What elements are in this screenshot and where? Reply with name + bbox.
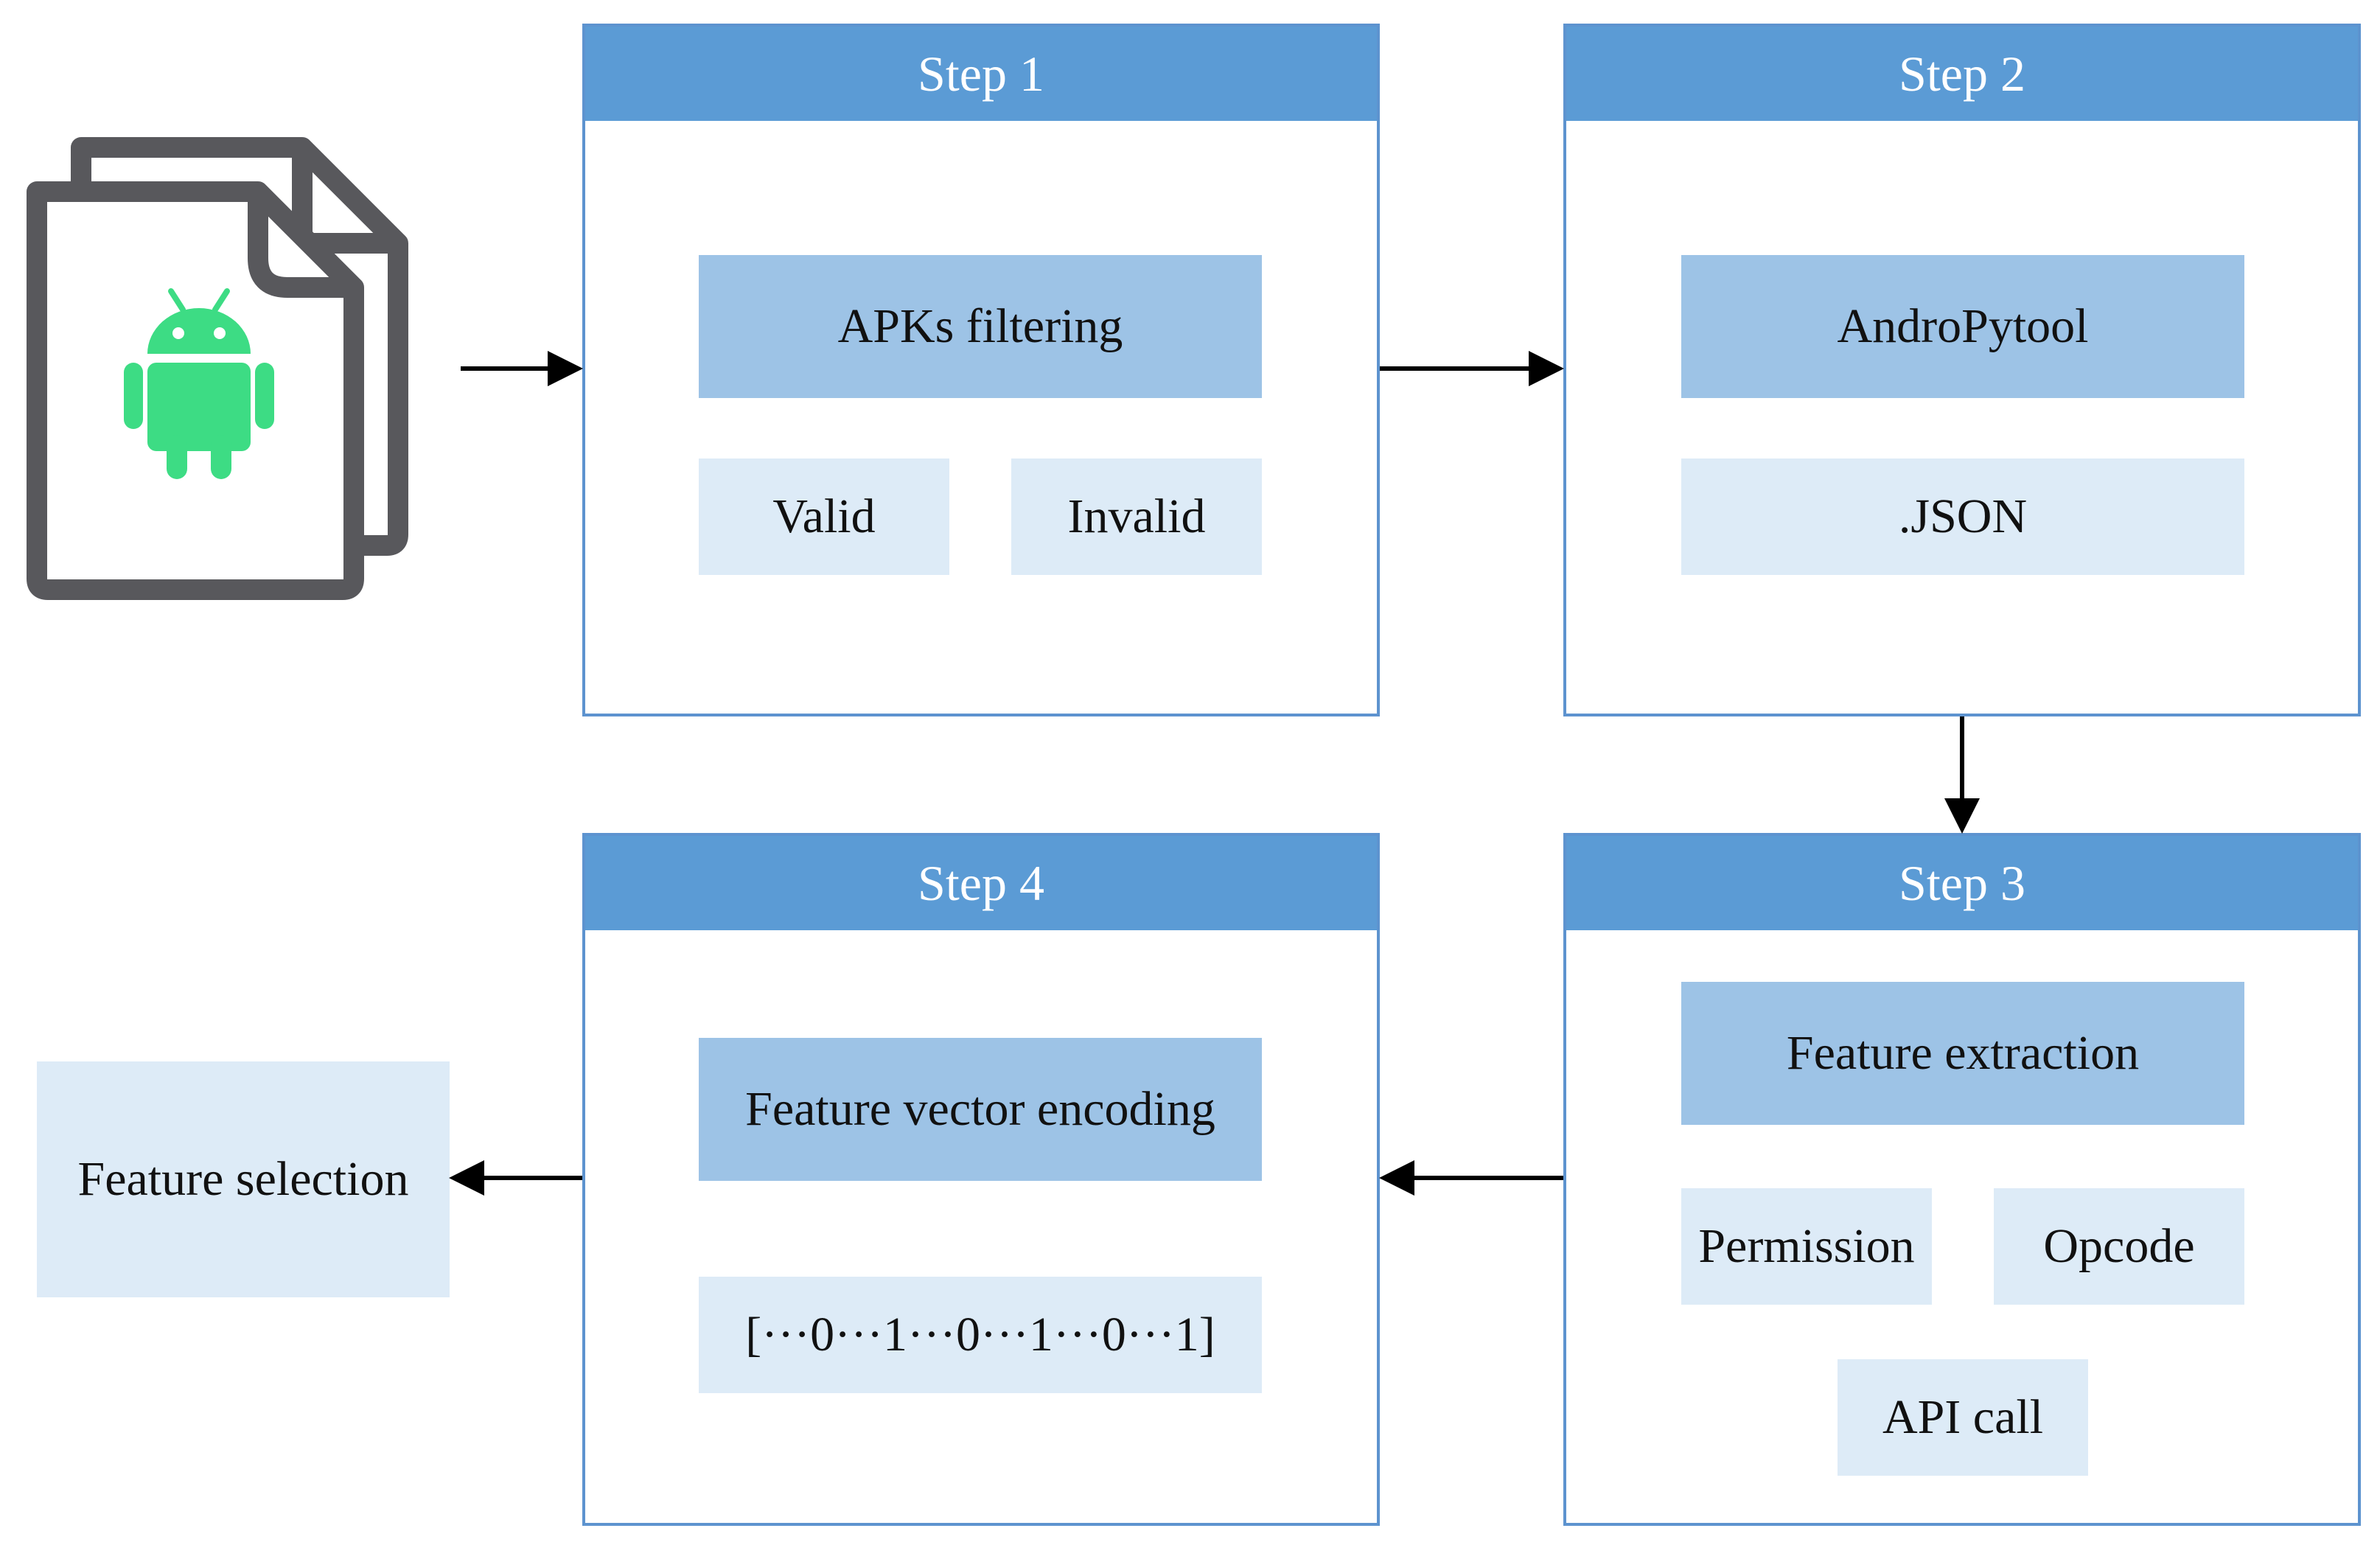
- step2-title: Step 2: [1566, 27, 2358, 121]
- binary-vector-box: [···0···1···0···1···0···1]: [699, 1277, 1262, 1393]
- step4-panel: Step 4 Feature vector encoding [···0···1…: [582, 833, 1380, 1526]
- valid-box: Valid: [699, 458, 949, 575]
- opcode-box: Opcode: [1994, 1188, 2244, 1305]
- feature-selection-box: Feature selection: [37, 1061, 450, 1297]
- step2-panel: Step 2 AndroPytool .JSON: [1563, 24, 2361, 716]
- andropytool-box: AndroPytool: [1681, 255, 2244, 398]
- android-apk-file-icon: [27, 137, 408, 600]
- invalid-box: Invalid: [1011, 458, 1262, 575]
- step3-title: Step 3: [1566, 836, 2358, 930]
- permission-box: Permission: [1681, 1188, 1932, 1305]
- apks-filtering-box: APKs filtering: [699, 255, 1262, 398]
- api-call-box: API call: [1838, 1359, 2088, 1476]
- step1-panel: Step 1 APKs filtering Valid Invalid: [582, 24, 1380, 716]
- step3-panel: Step 3 Feature extraction Permission Opc…: [1563, 833, 2361, 1526]
- feature-extraction-box: Feature extraction: [1681, 982, 2244, 1125]
- step1-title: Step 1: [585, 27, 1377, 121]
- step4-title: Step 4: [585, 836, 1377, 930]
- json-box: .JSON: [1681, 458, 2244, 575]
- feature-vector-encoding-box: Feature vector encoding: [699, 1038, 1262, 1181]
